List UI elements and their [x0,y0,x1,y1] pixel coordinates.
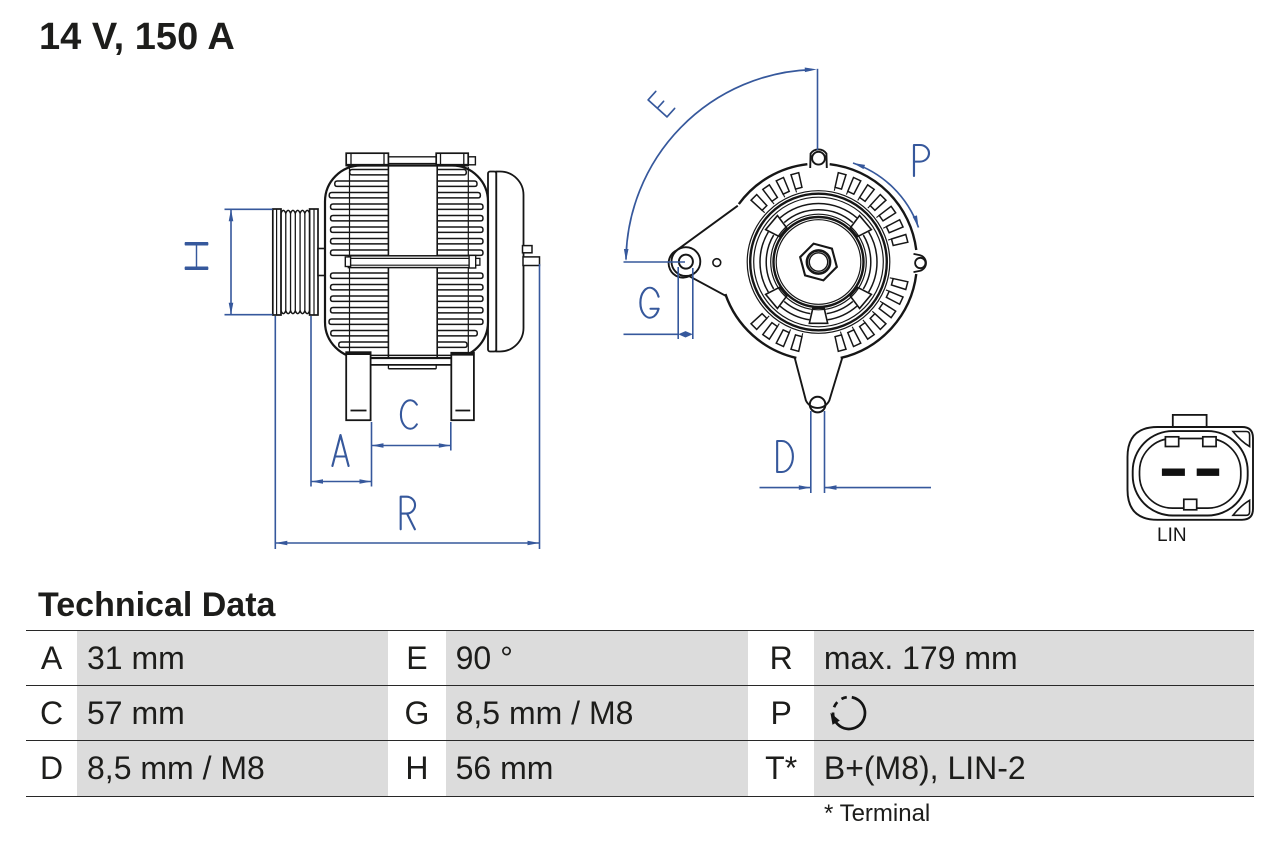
dimension-letter-A [331,434,350,467]
dimension-letter-E [647,90,676,118]
dimension-letter-P [912,144,931,177]
table-value-cell: 57 mm [77,686,389,741]
alternator-front-view [667,148,927,414]
table-value-cell: 8,5 mm / M8 [77,741,389,796]
connector-label: LIN [1157,524,1187,546]
table-value-cell: 8,5 mm / M8 [445,686,749,741]
technical-drawing [184,67,1254,549]
table-label-cell: P [748,686,814,741]
table-value-cell: 56 mm [445,741,749,796]
table-row: C 57 mm G 8,5 mm / M8 P [26,685,1254,741]
table-value-cell: max. 179 mm [813,631,1254,686]
dimension-annotations [184,67,931,549]
table-row: D 8,5 mm / M8 H 56 mm T* B+(M8), LIN-2 [26,740,1254,797]
dimension-letter-D [776,440,794,473]
table-label-cell: E [388,631,446,686]
rotation-clockwise-icon [830,696,867,731]
table-row: A 31 mm E 90 ° R max. 179 mm [26,630,1254,686]
table-value-cell: 31 mm [77,631,389,686]
table-label-cell: D [26,741,77,796]
technical-data-table: A 31 mm E 90 ° R max. 179 mm C 57 mm G 8… [26,630,1254,797]
table-footnote: * Terminal [824,800,931,827]
lin-connector-pinout [1126,413,1254,521]
table-title: Technical Data [38,586,276,624]
table-label-cell: R [748,631,814,686]
table-label-cell: G [388,686,446,741]
table-label-cell: H [388,741,446,796]
dimension-letter-H [184,242,209,270]
table-value-cell: B+(M8), LIN-2 [813,741,1254,796]
table-label-cell: A [26,631,77,686]
table-label-cell: T* [748,741,814,796]
dimension-letter-R [399,495,417,531]
dimension-letter-C [399,399,418,430]
alternator-side-view [271,152,541,422]
table-value-cell: 90 ° [445,631,749,686]
page-title: 14 V, 150 A [39,16,235,58]
table-value-cell [813,686,1254,741]
dimension-letter-G [639,286,660,319]
table-label-cell: C [26,686,77,741]
